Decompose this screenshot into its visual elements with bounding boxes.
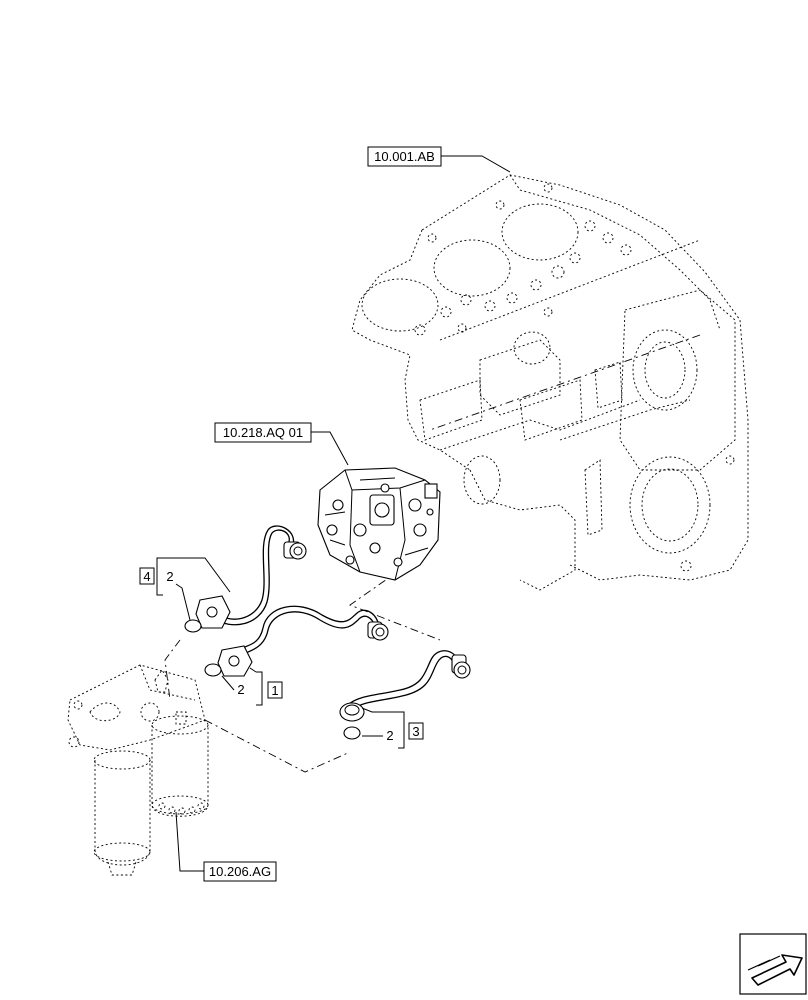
- banjo-fitting-lower: [339, 702, 365, 722]
- callout-group-1[interactable]: 1 2: [221, 667, 283, 706]
- ref-engine-block-label: 10.001.AB: [374, 149, 435, 164]
- callout-item-2-upper: 2: [166, 569, 173, 584]
- o-ring-middle: [204, 663, 222, 677]
- alignment-lines: [164, 334, 701, 773]
- callout-group-3-number: 3: [412, 724, 419, 739]
- next-page-arrow-icon[interactable]: [739, 933, 807, 995]
- callout-item-2-lower: 2: [386, 728, 393, 743]
- callout-group-4-number: 4: [143, 569, 150, 584]
- o-ring-upper: [184, 619, 202, 633]
- ref-injection-pump[interactable]: 10.218.AQ 01: [214, 422, 349, 466]
- ref-fuel-filter[interactable]: 10.206.AG: [175, 811, 277, 882]
- callout-item-2-middle: 2: [237, 682, 244, 697]
- ref-engine-block[interactable]: 10.001.AB: [367, 146, 511, 173]
- banjo-fitting-middle: [217, 645, 253, 677]
- callout-group-4[interactable]: 4 2: [139, 557, 231, 621]
- callout-group-3[interactable]: 3 2: [361, 707, 424, 749]
- ref-injection-pump-label: 10.218.AQ 01: [223, 425, 303, 440]
- ref-fuel-filter-label: 10.206.AG: [209, 864, 271, 879]
- fuel-filter-assembly: [67, 664, 209, 876]
- fuel-line-upper: [212, 523, 307, 626]
- callout-group-1-number: 1: [271, 683, 278, 698]
- fuel-line-middle: [235, 605, 389, 658]
- injection-pump: [317, 467, 441, 581]
- fuel-line-lower: [346, 648, 471, 711]
- o-ring-lower: [343, 726, 361, 740]
- banjo-fitting-upper: [195, 595, 231, 629]
- engine-block-outline: [351, 174, 749, 591]
